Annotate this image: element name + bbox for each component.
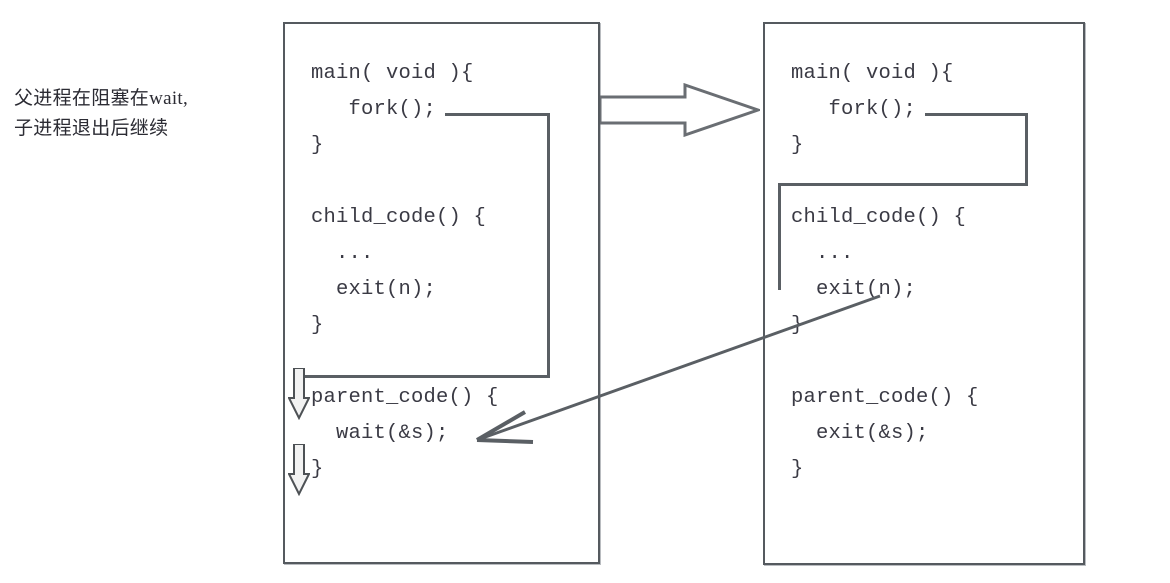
left-flow-bottom-segment xyxy=(296,375,549,378)
left-flow-top-segment xyxy=(445,113,550,116)
blocked-flow-arrow-upper xyxy=(288,368,310,420)
left-flow-right-segment xyxy=(547,113,550,378)
right-flow-right-segment xyxy=(1025,113,1028,185)
child-process-code: main( void ){ fork(); } child_code() { .… xyxy=(791,62,979,481)
right-flow-top-segment xyxy=(925,113,1028,116)
blocked-flow-arrow-lower xyxy=(288,444,310,496)
parent-process-code: main( void ){ fork(); } child_code() { .… xyxy=(311,62,499,481)
right-flow-bottom-segment xyxy=(778,183,1028,186)
child-process-panel: main( void ){ fork(); } child_code() { .… xyxy=(763,22,1085,565)
annotation-text: 父进程在阻塞在wait, 子进程退出后继续 xyxy=(14,88,189,139)
transfer-block-arrow xyxy=(600,83,760,137)
right-flow-entry-segment xyxy=(778,185,781,290)
child-exit-to-parent-wait-arrow xyxy=(455,290,885,455)
